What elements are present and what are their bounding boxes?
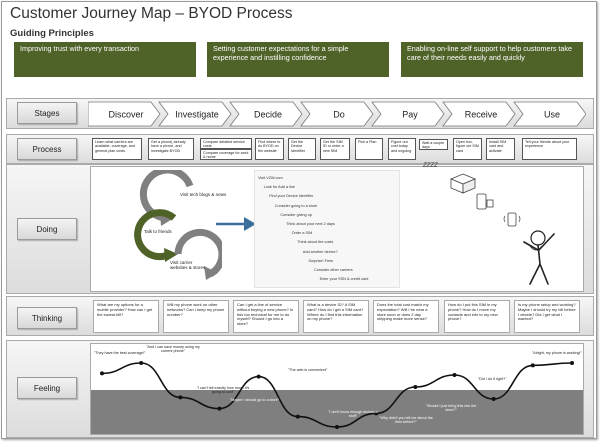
stage-do: Do bbox=[300, 101, 374, 127]
stage-label: Decide bbox=[254, 110, 282, 120]
package-icon bbox=[449, 173, 477, 194]
web-action-item: Look for Add a line bbox=[263, 185, 296, 190]
web-action-item: Consider giving up bbox=[280, 212, 312, 217]
web-action-item: Enter your SSN & credit card bbox=[319, 277, 369, 282]
feeling-quote: "Maybe I should go to a store" bbox=[230, 398, 280, 402]
cycle-arrowhead-bottom bbox=[204, 266, 218, 280]
feeling-quote: "The web is convenient" bbox=[288, 368, 328, 372]
feeling-quote: "Why didn't you tell me about the fees b… bbox=[379, 416, 433, 425]
stage-label: Do bbox=[333, 110, 345, 120]
emotion-point bbox=[335, 425, 339, 429]
stage-discover: Discover bbox=[88, 101, 161, 127]
cycle-arc-bottom bbox=[174, 228, 222, 278]
cycle-label-friends: Talk to friends bbox=[144, 229, 172, 234]
emotion-point bbox=[217, 406, 222, 411]
stage-investigate: Investigate bbox=[158, 101, 232, 127]
emotion-point bbox=[139, 361, 144, 365]
emotion-point bbox=[413, 385, 418, 389]
phone-vibrate-icon bbox=[503, 212, 521, 227]
cycle-label-tech-blogs: Visit tech blogs & news bbox=[180, 192, 227, 197]
principle-self-support: Enabling on-line self support to help cu… bbox=[401, 42, 583, 77]
stage-pay: Pay bbox=[371, 101, 445, 127]
process-step: Get the Device Identifier bbox=[288, 138, 316, 160]
principle-trust: Improving trust with every transaction bbox=[14, 42, 196, 77]
emotion-point bbox=[178, 395, 183, 400]
process-step: Figure out cost today and ongoing bbox=[388, 138, 416, 160]
stage-label: Discover bbox=[108, 110, 143, 120]
web-action-item: Consider other carriers bbox=[314, 268, 353, 272]
process-step: Compare coverage for work & home bbox=[200, 149, 252, 160]
stage-chevrons: Discover Investigate Decide Do Pay Receive Use bbox=[88, 101, 586, 127]
feeling-quote: "Should I just bring this into the store… bbox=[425, 404, 477, 413]
cycle-arc-middle bbox=[134, 209, 177, 261]
lane-label-stages: Stages bbox=[17, 102, 77, 124]
lane-label-process: Process bbox=[17, 138, 77, 160]
emotion-point bbox=[295, 414, 300, 419]
feeling-quote: "I can't tell exactly how much it's goin… bbox=[196, 386, 250, 395]
feeling-quote: "Alright, my phone is working!" bbox=[532, 351, 582, 355]
web-action-item: Surprise! Fees bbox=[308, 258, 334, 263]
stage-label: Receive bbox=[465, 110, 498, 120]
web-action-item: Find your Device Identifier bbox=[269, 194, 314, 199]
thinking-question: Does the total cost match my expectation… bbox=[373, 300, 439, 333]
process-step: Pick a Plan bbox=[355, 138, 383, 160]
stage-use: Use bbox=[513, 101, 586, 127]
stage-receive: Receive bbox=[442, 101, 516, 127]
process-step: Learn what carriers are available, cover… bbox=[92, 138, 142, 160]
lane-label-thinking: Thinking bbox=[17, 307, 77, 329]
thinking-question: Will my phone work on other networks? Ca… bbox=[163, 300, 229, 333]
web-action-item: Add another device? bbox=[302, 249, 338, 254]
lane-label-feeling: Feeling bbox=[17, 377, 77, 399]
process-step: Get a phone( already have a phone, and i… bbox=[148, 138, 194, 160]
process-step: Wait a couple days bbox=[419, 139, 448, 150]
web-actions-panel bbox=[254, 170, 400, 288]
emotion-point bbox=[256, 374, 261, 379]
feeling-quote: "They have the best coverage!" bbox=[94, 351, 146, 355]
page-title: Customer Journey Map – BYOD Process bbox=[10, 5, 293, 22]
stage-label: Investigate bbox=[175, 110, 219, 120]
stage-decide: Decide bbox=[229, 101, 303, 127]
web-action-item: Think about your next 2 days bbox=[286, 222, 335, 226]
stage-label: Pay bbox=[402, 110, 418, 120]
emotion-point bbox=[491, 397, 496, 401]
process-step: Tell your friends about your experience bbox=[522, 138, 577, 160]
phone-sim-icon bbox=[476, 193, 494, 210]
guiding-principles-heading: Guiding Principles bbox=[10, 28, 94, 39]
flow-arrow-icon bbox=[216, 217, 256, 231]
lane-label-doing: Doing bbox=[17, 218, 77, 240]
process-step: Compare detailed service costs bbox=[200, 138, 252, 149]
feeling-quote: "And I can save money using my current p… bbox=[146, 345, 200, 354]
web-action-item: Order a SIM bbox=[291, 231, 313, 236]
feeling-quote: "I don't know enough technical stuff" bbox=[328, 410, 378, 419]
emotion-point bbox=[452, 373, 457, 377]
cycle-label-carrier-sites: Visit carrier websites & stores bbox=[170, 260, 206, 271]
waiting-zzz: ZZZZ bbox=[423, 163, 438, 169]
emotion-point bbox=[100, 371, 104, 376]
web-action-item: Consider going to a store bbox=[274, 203, 318, 208]
emotion-point bbox=[570, 361, 574, 365]
emotion-curve bbox=[100, 361, 574, 429]
principle-expectations: Setting customer expectations for a simp… bbox=[207, 42, 389, 77]
process-step: Find where to do BYOD on the website bbox=[255, 138, 284, 160]
happy-user-icon bbox=[523, 230, 555, 285]
research-cycle-diagram bbox=[134, 170, 222, 280]
thinking-question: What is a device ID? A SIM card? How do … bbox=[303, 300, 369, 333]
process-step: Install SIM card and activate bbox=[486, 138, 515, 160]
stage-label: Use bbox=[544, 110, 560, 120]
emotion-point bbox=[374, 411, 379, 416]
web-action-item: Visit VZW.com bbox=[258, 176, 283, 180]
process-step: Open box, figure out SIM card bbox=[453, 138, 482, 160]
process-step: Get the SIM ID or order a new SIM bbox=[320, 138, 350, 160]
feeling-quote: "Did I do it right?" bbox=[478, 377, 507, 381]
thinking-question: What are my options for a mobile provide… bbox=[93, 300, 159, 333]
thinking-question: How do I put this SIM in my phone? How d… bbox=[444, 300, 510, 333]
emotion-point bbox=[530, 363, 535, 368]
thinking-question: Can I get a line of service without buyi… bbox=[233, 300, 299, 333]
thinking-question: Is my phone setup and working? Maybe I s… bbox=[514, 300, 580, 333]
web-action-item: Think about the costs bbox=[297, 240, 334, 245]
cycle-arrowhead-middle bbox=[164, 248, 178, 262]
